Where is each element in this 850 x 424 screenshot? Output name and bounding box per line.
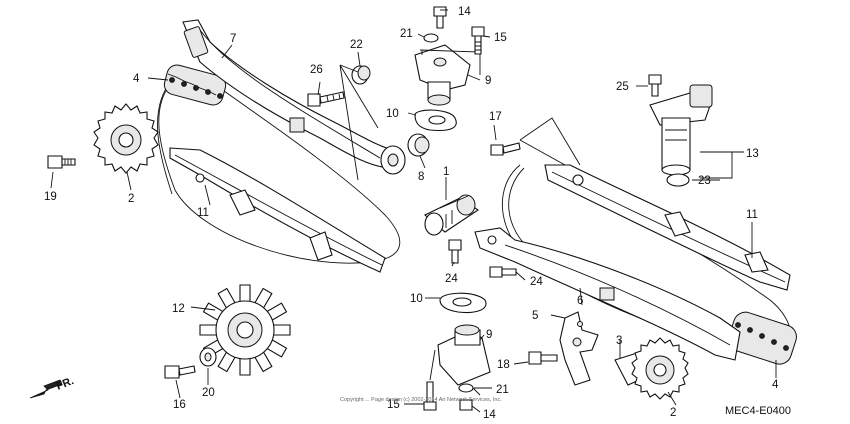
label-part-12[interactable]: 12 — [172, 303, 185, 315]
label-part-10-bottom[interactable]: 10 — [410, 293, 423, 305]
label-part-15-bottom[interactable]: 15 — [387, 399, 400, 411]
cam-sprocket-shaft-1[interactable] — [424, 194, 479, 236]
washer-21-bottom[interactable] — [458, 383, 474, 393]
label-part-19[interactable]: 19 — [44, 191, 57, 203]
leader-lines — [50, 9, 777, 413]
bracket-5[interactable] — [559, 311, 599, 386]
label-part-9-top[interactable]: 9 — [485, 75, 491, 87]
pulse-rotor-12[interactable] — [199, 284, 291, 376]
label-part-24-b[interactable]: 24 — [530, 276, 543, 288]
bolt-15-bottom[interactable] — [423, 381, 437, 411]
label-part-4-right[interactable]: 4 — [772, 379, 779, 391]
bolt-19[interactable] — [47, 155, 76, 169]
washer-20[interactable] — [199, 347, 217, 367]
label-part-16[interactable]: 16 — [173, 399, 186, 411]
label-part-6[interactable]: 6 — [577, 295, 583, 307]
label-part-23[interactable]: 23 — [698, 175, 711, 187]
label-part-4-left[interactable]: 4 — [133, 73, 140, 85]
chain-tensioner-top[interactable] — [414, 44, 471, 106]
chain-guide-left[interactable] — [169, 147, 386, 273]
label-part-25[interactable]: 25 — [616, 81, 629, 93]
label-part-21-bottom[interactable]: 21 — [496, 384, 509, 396]
bolt-14-bottom[interactable] — [459, 399, 473, 411]
label-part-20[interactable]: 20 — [202, 387, 215, 399]
label-part-3[interactable]: 3 — [616, 335, 622, 347]
cam-position-sensor[interactable] — [649, 84, 713, 176]
svg-text:FR.: FR. — [55, 375, 76, 393]
label-part-13[interactable]: 13 — [746, 148, 759, 160]
washer-21-top[interactable] — [423, 33, 439, 43]
cam-sprocket-left[interactable] — [93, 103, 159, 174]
gasket-bottom[interactable] — [439, 292, 487, 314]
cam-sprocket-right[interactable] — [631, 337, 689, 400]
label-part-17[interactable]: 17 — [489, 111, 502, 123]
label-part-26[interactable]: 26 — [310, 64, 323, 76]
bolt-17[interactable] — [490, 142, 521, 156]
label-part-24-a[interactable]: 24 — [445, 273, 458, 285]
diagram-code: MEC4-E0400 — [725, 405, 791, 417]
label-part-22[interactable]: 22 — [350, 39, 363, 51]
chain-links-top-left — [163, 64, 227, 106]
front-direction-arrow: FR. — [29, 375, 76, 399]
guide-roller — [380, 145, 406, 175]
label-part-11-left[interactable]: 11 — [197, 207, 209, 219]
label-part-7[interactable]: 7 — [230, 33, 236, 45]
label-part-2-right[interactable]: 2 — [670, 407, 676, 419]
label-part-9-bottom[interactable]: 9 — [486, 329, 492, 341]
label-part-21-top[interactable]: 21 — [400, 28, 413, 40]
label-part-15-top[interactable]: 15 — [494, 32, 507, 44]
bushing-8[interactable] — [407, 133, 430, 157]
bolt-14-top[interactable] — [433, 6, 447, 29]
chain-tensioner-arm-right[interactable] — [474, 227, 741, 361]
label-part-1[interactable]: 1 — [443, 166, 449, 178]
bolt-16[interactable] — [164, 365, 196, 379]
bolt-25[interactable] — [648, 74, 662, 97]
label-part-5[interactable]: 5 — [532, 310, 538, 322]
label-part-11-right[interactable]: 11 — [746, 209, 758, 221]
bolt-24-b[interactable] — [489, 266, 517, 278]
bolt-15-top[interactable] — [471, 26, 485, 55]
chain-guide-right[interactable] — [544, 164, 791, 291]
bolt-18[interactable] — [528, 351, 558, 365]
gasket-top[interactable] — [414, 109, 457, 132]
label-part-14-bottom[interactable]: 14 — [483, 409, 496, 421]
label-part-14-top[interactable]: 14 — [458, 6, 471, 18]
label-part-18[interactable]: 18 — [497, 359, 510, 371]
chain-tensioner-bottom[interactable] — [437, 324, 491, 386]
copyright-notice: Copyright ... Page design (c) 2002-2014 … — [340, 397, 502, 403]
bolt-24-a[interactable] — [448, 239, 462, 264]
o-ring-23[interactable] — [666, 173, 690, 187]
collar-22[interactable] — [351, 65, 371, 85]
label-part-10-top[interactable]: 10 — [386, 108, 399, 120]
part-number-labels: 1 2 2 3 4 4 5 6 7 8 9 9 10 10 11 11 12 1… — [44, 6, 779, 421]
cam-chain-left[interactable] — [157, 63, 401, 264]
bolt-26[interactable] — [307, 91, 345, 107]
label-part-8[interactable]: 8 — [418, 171, 424, 183]
label-part-2-left[interactable]: 2 — [128, 193, 134, 205]
